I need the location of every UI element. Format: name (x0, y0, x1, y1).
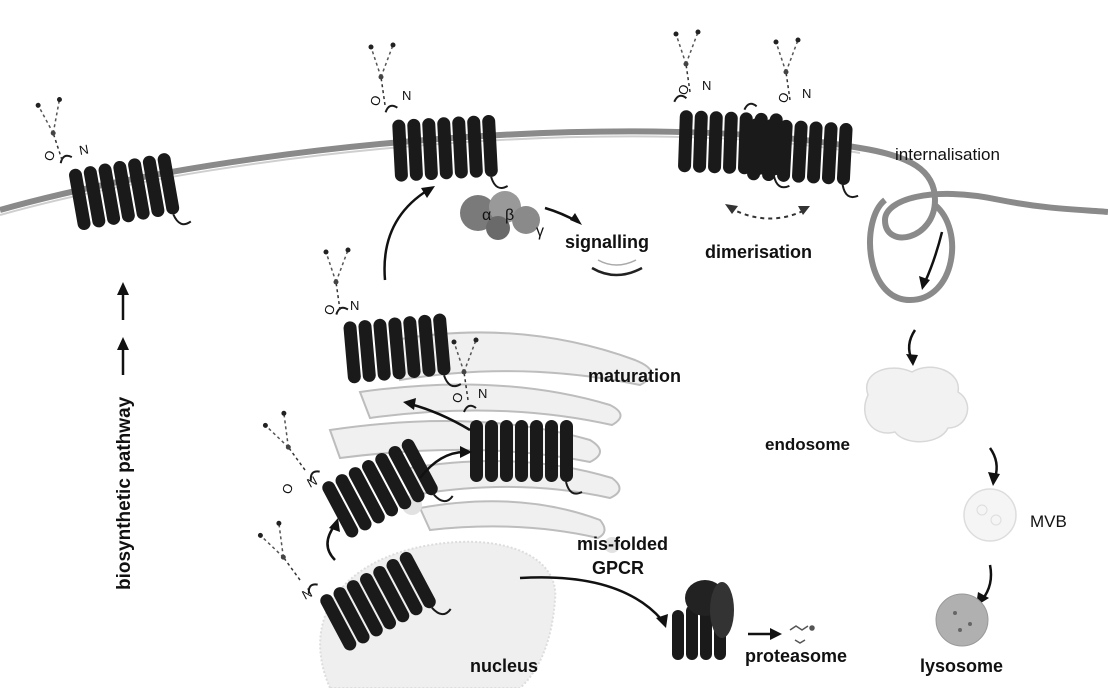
peptide-fragments (790, 626, 814, 643)
o-terminal-label-2: O (367, 93, 385, 108)
arrow-er-to-golgi (328, 525, 336, 560)
dimerisation-arrow (730, 208, 805, 219)
endosome-label: endosome (765, 435, 850, 454)
beta-subunit-label: β (505, 207, 514, 224)
maturation-label: maturation (588, 366, 681, 386)
receptor-membrane-center (385, 100, 507, 194)
n-terminal-label-5: N (350, 298, 359, 313)
internalisation-arrow (925, 232, 942, 282)
mvb-label: MVB (1030, 512, 1067, 531)
endosome-shape (865, 367, 968, 441)
signal-wave-2 (598, 260, 636, 265)
n-terminal-label-6: N (478, 386, 487, 401)
signal-wave-1 (592, 268, 642, 275)
alpha-subunit-label: α (482, 207, 491, 224)
misfolded-gpcr-complex (672, 580, 734, 660)
nucleus-label: nucleus (470, 656, 538, 676)
n-terminal-label-4: N (802, 86, 811, 101)
n-terminal-label-8: N (299, 585, 314, 603)
signalling-label: signalling (565, 232, 649, 252)
o-terminal-label-1: O (41, 148, 59, 163)
n-terminal-label-7: N (304, 473, 319, 491)
n-terminal-label-1: N (78, 142, 90, 158)
proteasome-label: proteasome (745, 646, 847, 666)
misfolded-label-2: GPCR (592, 558, 644, 578)
misfolded-label-1: mis-folded (577, 534, 668, 554)
g-protein-complex (460, 191, 540, 240)
internalisation-vesicle (870, 200, 952, 300)
glycosylation-golgi-left (261, 410, 314, 478)
glycosylation-er-bottom (256, 520, 309, 588)
biosynthetic-pathway-axis: biosynthetic pathway (114, 282, 135, 590)
lysosome-shape (936, 594, 988, 646)
lysosome-label: lysosome (920, 656, 1003, 676)
mvb-shape (964, 489, 1016, 541)
n-terminal-label-3: N (702, 78, 711, 93)
arrow-upper-to-membrane (385, 190, 428, 280)
n-terminal-label-2: N (402, 88, 411, 103)
o-terminal-label-7: O (279, 481, 297, 496)
glycosylation-upper (324, 248, 351, 311)
dimerisation-label: dimerisation (705, 242, 812, 262)
gamma-subunit-label: γ (536, 223, 544, 240)
biosynthetic-pathway-label: biosynthetic pathway (114, 396, 135, 590)
o-terminal-label-5: O (321, 302, 339, 317)
to-lysosome-arrow (982, 565, 991, 600)
internalisation-label: internalisation (895, 145, 1000, 164)
